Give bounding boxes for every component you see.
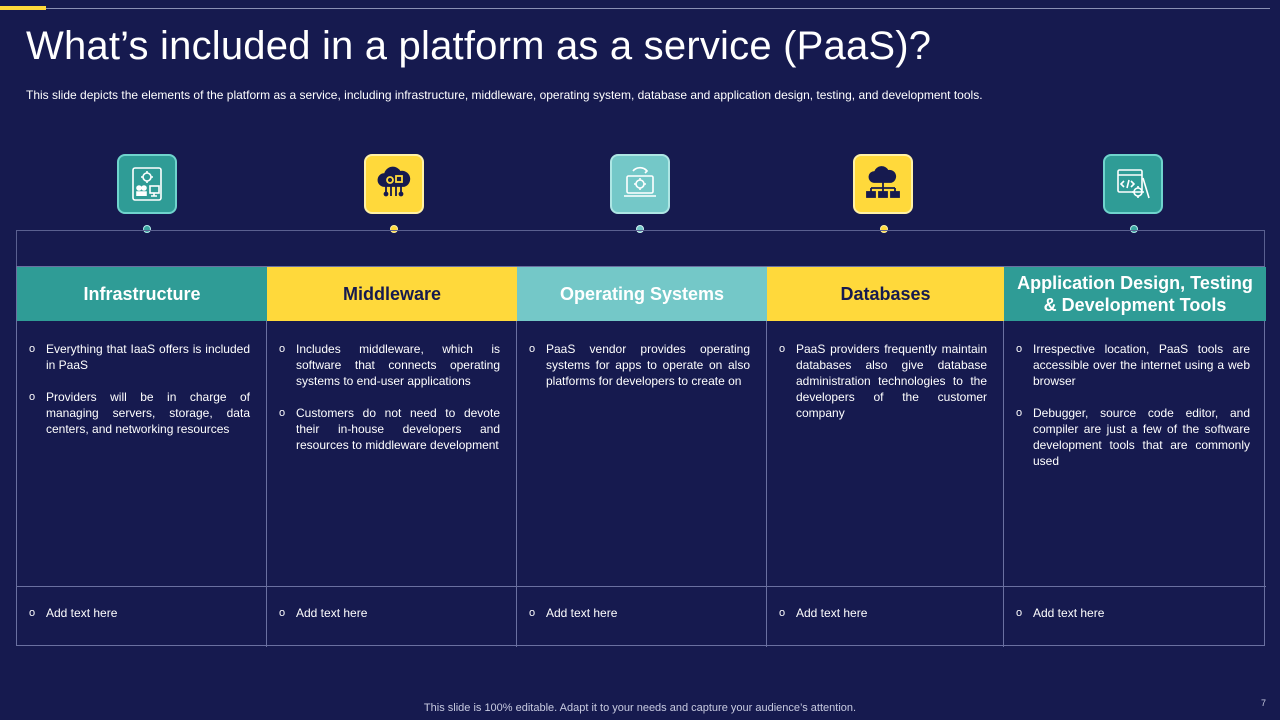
column-footer-infrastructure: Add text here [17,587,267,647]
code-window-tools-icon [1103,154,1163,214]
bullet-item: Customers do not need to devote their in… [279,405,500,453]
column-body-databases: PaaS providers frequently maintain datab… [767,321,1004,587]
footer-bullet[interactable]: Add text here [529,605,750,621]
connector-dot [880,225,888,233]
slide-subtitle: This slide depicts the elements of the p… [26,88,983,102]
footer-bullet[interactable]: Add text here [779,605,987,621]
bullet-item: Debugger, source code editor, and compil… [1016,405,1250,469]
bullet-item: PaaS providers frequently maintain datab… [779,341,987,421]
table-top-frame [16,230,1265,266]
bullet-item: Irrespective location, PaaS tools are ac… [1016,341,1250,389]
column-body-operating-systems: PaaS vendor provides operating systems f… [517,321,767,587]
footer-bullet[interactable]: Add text here [29,605,250,621]
bullet-item: Everything that IaaS offers is included … [29,341,250,373]
page-number: 7 [1260,698,1266,708]
bullet-item: PaaS vendor provides operating systems f… [529,341,750,389]
column-footer-databases: Add text here [767,587,1004,647]
connector-dot [143,225,151,233]
top-divider-line [0,8,1270,9]
paas-elements-table: Infrastructure Middleware Operating Syst… [16,266,1266,647]
column-footer-application-tools: Add text here [1004,587,1266,647]
top-accent-bar [0,6,46,10]
column-body-infrastructure: Everything that IaaS offers is included … [17,321,267,587]
column-header-infrastructure: Infrastructure [17,267,267,321]
people-gear-monitor-icon [117,154,177,214]
slide-title: What’s included in a platform as a servi… [26,24,932,68]
footer-note: This slide is 100% editable. Adapt it to… [423,702,857,714]
column-header-databases: Databases [767,267,1004,321]
bullet-item: Includes middleware, which is software t… [279,341,500,389]
column-header-application-tools: Application Design, Testing & Developmen… [1004,267,1266,321]
bullet-item: Providers will be in charge of managing … [29,389,250,437]
connector-dot [1130,225,1138,233]
cloud-gear-circuit-icon [364,154,424,214]
column-body-middleware: Includes middleware, which is software t… [267,321,517,587]
footer-bullet[interactable]: Add text here [1016,605,1250,621]
column-header-operating-systems: Operating Systems [517,267,767,321]
connector-dot [390,225,398,233]
footer-bullet[interactable]: Add text here [279,605,500,621]
laptop-gear-icon [610,154,670,214]
cloud-network-icon [853,154,913,214]
column-footer-middleware: Add text here [267,587,517,647]
connector-dot [636,225,644,233]
column-header-middleware: Middleware [267,267,517,321]
column-footer-operating-systems: Add text here [517,587,767,647]
column-body-application-tools: Irrespective location, PaaS tools are ac… [1004,321,1266,587]
